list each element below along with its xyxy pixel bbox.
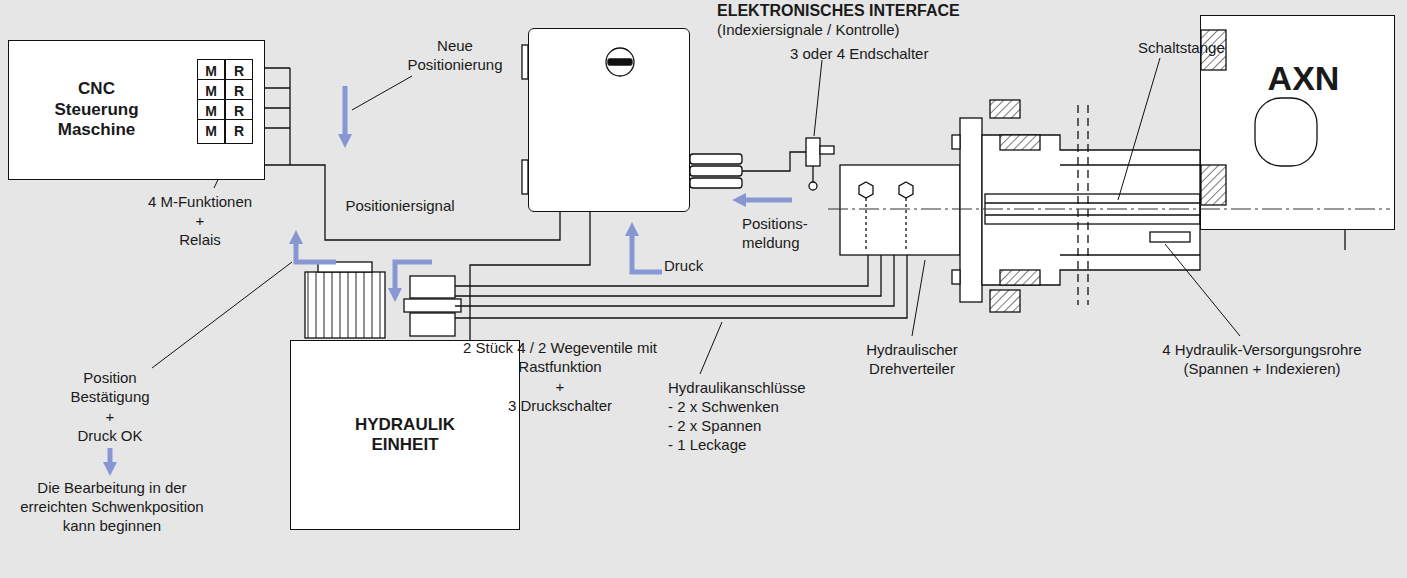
- signal-wire: [470, 212, 590, 340]
- node-text: M: [205, 103, 217, 120]
- hydraulic-unit: HYDRAULIK EINHEIT: [290, 340, 520, 530]
- interface-heading: ELEKTRONISCHES INTERFACE: [717, 2, 960, 20]
- part-label: - 2 x Spannen: [668, 416, 761, 435]
- relay-cell: R: [225, 119, 253, 144]
- signal-label: Neue Positionierung: [395, 36, 515, 74]
- note-text: Die Bearbeitung in der erreichten Schwen…: [15, 478, 210, 535]
- axn-unit: AXN: [1200, 15, 1395, 230]
- node-text: R: [234, 63, 244, 80]
- controller-box: CNC Steuerung MaschineMRMRMRMR: [8, 40, 265, 180]
- note-text: Relais: [179, 230, 221, 249]
- node-text: HYDRAULIK EINHEIT: [335, 415, 475, 456]
- relay-cell: M: [197, 119, 225, 144]
- note-text: Druck OK: [77, 426, 142, 445]
- signal-wire: [265, 165, 560, 240]
- node-text: R: [234, 83, 244, 100]
- signal-label: Positions- meldung: [742, 214, 822, 252]
- node-text: M: [205, 63, 217, 80]
- part-label: 3 Druckschalter: [508, 396, 612, 415]
- node-text: CNC Steuerung Maschine: [47, 79, 147, 140]
- part-label: Hydraulischer Drehverteiler: [842, 340, 982, 378]
- note-text: +: [106, 407, 115, 426]
- note-text: 4 M-Funktionen: [148, 192, 252, 211]
- node-text: AXN: [1268, 58, 1340, 99]
- part-label: Hydraulikanschlüsse: [668, 378, 806, 397]
- part-label: 3 oder 4 Endschalter: [790, 44, 928, 63]
- part-label: +: [556, 377, 565, 396]
- signal-label: Positioniersignal: [345, 196, 454, 215]
- part-label: 2 Stück 4 / 2 Wegeventile mit Rastfunkti…: [458, 338, 663, 376]
- node-text: R: [234, 103, 244, 120]
- interface-box: ELEKTRONISCHES INTERFACE(Indexiersignale…: [528, 28, 690, 212]
- note-text: Position Bestätigung: [55, 368, 165, 406]
- signal-label: Druck: [664, 256, 703, 275]
- node-text: M: [205, 83, 217, 100]
- part-label: 4 Hydraulik-Versorgungsrohre (Spannen + …: [1137, 340, 1387, 378]
- part-label: Schaltstange: [1138, 38, 1225, 57]
- node-text: R: [234, 123, 244, 140]
- note-text: +: [196, 211, 205, 230]
- part-label: - 2 x Schwenken: [668, 397, 779, 416]
- part-label: - 1 Leckage: [668, 435, 746, 454]
- interface-subheading: (Indexiersignale / Kontrolle): [717, 21, 900, 38]
- node-text: M: [205, 123, 217, 140]
